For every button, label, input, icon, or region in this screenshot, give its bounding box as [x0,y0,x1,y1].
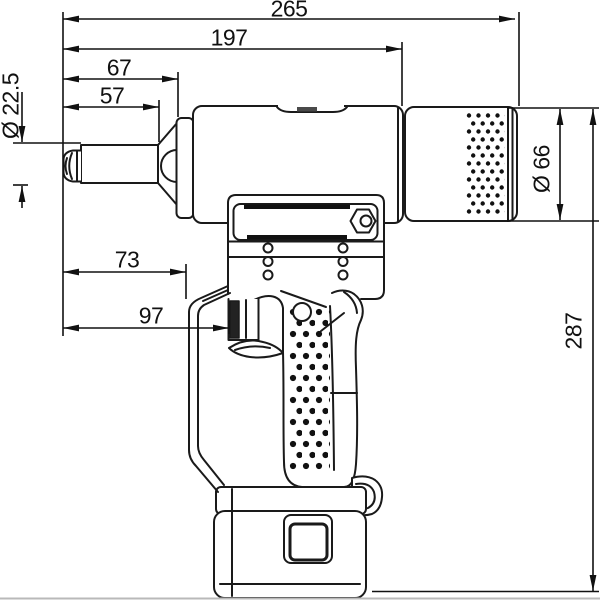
dim-label-nose-diameter: Ø 22.5 [0,72,24,140]
handle-grip [253,289,364,488]
dim-label-guard-offset: 73 [114,246,140,273]
dim-label-overall-height: 287 [560,312,587,350]
nose-piece-tip [62,149,82,183]
nose-cone [157,122,178,206]
hex-bolt [349,208,377,234]
dim-label-trigger-offset: 97 [138,302,164,329]
dim-label-nose-length: 67 [106,54,132,81]
swivel-beak [228,339,284,359]
vent-holes [262,242,349,281]
palm-button [292,302,312,322]
front-ring [175,117,195,219]
trigger [229,300,240,339]
rear-cap-grip-dots [466,112,505,217]
rear-cap [404,106,518,222]
dim-label-barrel-length: 57 [99,82,125,109]
dim-97 [63,320,230,334]
dim-66 [507,107,599,222]
trigger-housing [227,298,260,341]
dim-73 [63,264,187,299]
dim-label-overall-length: 265 [270,0,308,22]
hand-guard [188,285,231,493]
dim-197 [63,42,403,106]
dimension-arrowheads [18,15,597,591]
dim-label-housing-length: 197 [210,24,248,51]
nameplate [232,203,379,241]
dim-label-housing-diameter: Ø 66 [528,145,555,193]
dim-287 [372,109,599,593]
grip-texture-dots [289,306,330,470]
battery-pack [213,486,367,599]
dim-265 [63,12,520,106]
dim-67 [63,72,179,117]
dimension-lines [13,12,599,593]
nose-barrel [80,144,159,184]
top-vent-slot [297,107,317,112]
motor-housing [192,103,404,224]
battery-latch [283,514,333,564]
